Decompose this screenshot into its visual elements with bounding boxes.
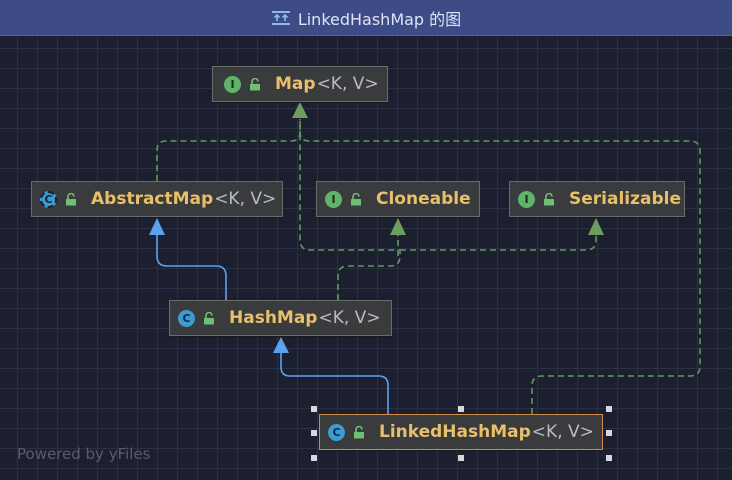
node-generics: <K, V>	[316, 74, 379, 94]
arrowhead-to-hashmap	[273, 337, 289, 353]
powered-by-label: Powered by yFiles	[17, 445, 151, 463]
interface-icon: I	[325, 190, 342, 208]
node-map[interactable]: I Map <K, V>	[212, 66, 388, 102]
node-linkedhashmap[interactable]: C LinkedHashMap <K, V>	[319, 414, 603, 450]
node-hashmap[interactable]: C HashMap <K, V>	[169, 300, 392, 336]
edge-hashmap-extends-abstractmap	[156, 234, 227, 300]
node-cloneable[interactable]: I Cloneable	[316, 181, 480, 217]
unlocked-icon	[350, 192, 362, 206]
diagram-icon	[271, 9, 291, 27]
class-icon: C	[328, 423, 345, 441]
node-name: HashMap	[229, 308, 318, 328]
node-name: Cloneable	[376, 189, 471, 209]
resize-handle-middle-right[interactable]	[606, 430, 612, 436]
abstract-class-icon: C	[40, 190, 57, 208]
resize-handle-top-center[interactable]	[458, 406, 464, 412]
node-generics: <K, V>	[318, 308, 381, 328]
arrowhead-to-serializable	[588, 218, 604, 235]
node-name: AbstractMap	[91, 189, 214, 209]
node-name: LinkedHashMap	[379, 422, 531, 442]
class-icon: C	[178, 309, 195, 327]
resize-handle-top-left[interactable]	[311, 406, 317, 412]
interface-icon: I	[224, 75, 241, 93]
resize-handle-bottom-left[interactable]	[311, 455, 317, 461]
node-serializable[interactable]: I Serializable	[509, 181, 685, 217]
unlocked-icon	[65, 192, 77, 206]
interface-icon: I	[518, 190, 535, 208]
node-name: Map	[275, 74, 316, 94]
arrowhead-to-cloneable	[390, 218, 406, 235]
edge-hashmap-implements-map	[299, 119, 401, 300]
unlocked-icon	[249, 77, 261, 91]
arrowhead-to-abstractmap	[149, 218, 165, 235]
resize-handle-bottom-center[interactable]	[458, 455, 464, 461]
node-abstractmap[interactable]: C AbstractMap <K, V>	[31, 181, 283, 217]
arrowhead-to-map	[292, 102, 308, 118]
node-generics: <K, V>	[531, 422, 594, 442]
window-title-bar: LinkedHashMap 的图	[0, 0, 732, 36]
edge-linkedhashmap-implements-map	[299, 131, 701, 414]
unlocked-icon	[353, 425, 365, 439]
window-title: LinkedHashMap 的图	[297, 9, 462, 29]
node-name: Serializable	[569, 189, 682, 209]
unlocked-icon	[543, 192, 555, 206]
resize-handle-top-right[interactable]	[606, 406, 612, 412]
node-generics: <K, V>	[214, 189, 277, 209]
edge-linkedhashmap-extends-hashmap	[280, 352, 389, 414]
edge-abstractmap-implements-map	[156, 119, 301, 181]
edge-hashmap-implements-serializable	[400, 234, 597, 251]
unlocked-icon	[203, 311, 215, 325]
resize-handle-bottom-right[interactable]	[606, 455, 612, 461]
resize-handle-middle-left[interactable]	[311, 430, 317, 436]
